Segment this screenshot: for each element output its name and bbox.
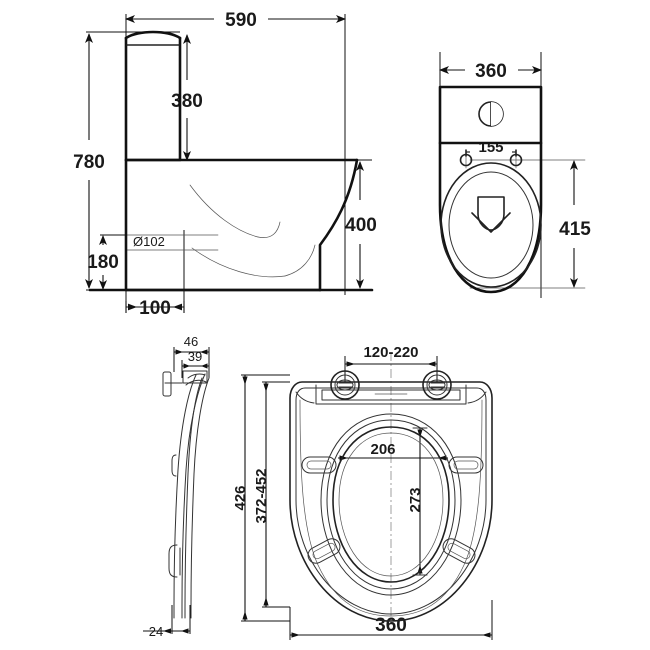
seat-bumper-icon-upper-left: [301, 456, 337, 474]
dimension-label-39: 39: [188, 349, 202, 364]
dimension-label-46: 46: [184, 334, 198, 349]
dimension-590: 590: [125, 10, 346, 31]
dimension-120-220: 120-220: [345, 344, 437, 367]
hinge-fixing-icon-right: [422, 370, 452, 400]
dimension-label-206: 206: [370, 441, 395, 458]
dimension-label-426: 426: [232, 485, 249, 510]
dimension-100: 100: [125, 298, 185, 319]
dimension-label-155: 155: [478, 139, 503, 156]
fixing-hole-icon-right: [509, 149, 523, 167]
view-seat-side-profile: 46 39 24: [143, 334, 210, 639]
dimension-180: 180: [87, 235, 119, 290]
toilet-side-outline: [88, 30, 374, 292]
dimension-415: 415: [559, 160, 591, 288]
seat-bumper-icon-lower-right: [442, 538, 476, 564]
dimension-780: 780: [73, 33, 105, 289]
dimension-label-273: 273: [407, 487, 424, 512]
dimension-273: 273: [407, 427, 428, 576]
dimension-label-plan-360: 360: [475, 61, 507, 82]
dimension-label-380: 380: [171, 91, 203, 112]
seat-plan-outline: [289, 381, 493, 622]
dimension-372-452: 372-452: [253, 382, 270, 607]
view-side-elevation: 590 380 780 400 180: [73, 10, 377, 319]
dimension-24: 24: [143, 624, 190, 639]
dimension-39: 39: [182, 349, 209, 369]
view-plan-elevation: 360 155 415: [438, 52, 591, 298]
dimension-label-24: 24: [149, 624, 163, 639]
water-flow-arrow-icon: [471, 196, 511, 233]
dimension-label-180: 180: [87, 252, 119, 273]
dimension-diameter-102: Ø102: [125, 234, 219, 251]
seat-profile-extension-lines: [171, 347, 210, 634]
bowl-inner-oval: [448, 171, 534, 279]
toilet-plan-outline: [438, 85, 543, 294]
dimension-label-100: 100: [139, 298, 171, 319]
seat-hinge-recess: [295, 384, 487, 405]
dimension-label-seat-360: 360: [375, 615, 407, 636]
dimension-label-372-452: 372-452: [253, 468, 270, 523]
dimension-46: 46: [174, 334, 209, 355]
hinge-fixing-icon-left: [330, 370, 360, 400]
dimension-400: 400: [345, 161, 377, 289]
seat-bumper-icon-upper-right: [448, 456, 484, 474]
fixing-hole-icon-left: [459, 149, 473, 167]
dimension-label-120-220: 120-220: [363, 344, 418, 361]
dimension-label-400: 400: [345, 215, 377, 236]
dimension-206: 206: [338, 441, 448, 461]
dual-flush-button-icon: [478, 101, 504, 127]
seat-side-geometry: [162, 370, 210, 619]
seat-plan-extension-lines: [241, 356, 493, 640]
dimension-426: 426: [232, 375, 249, 621]
seat-bumper-icon-lower-left: [307, 538, 341, 564]
bowl-rim-oval: [440, 162, 542, 288]
seat-ring: [299, 399, 483, 617]
dimension-label-102: Ø102: [133, 234, 165, 249]
view-seat-plan: 120-220 426 372-452 206: [232, 344, 493, 640]
dimension-label-590: 590: [225, 10, 257, 31]
dimension-plan-360: 360: [439, 61, 542, 82]
dimension-label-415: 415: [559, 219, 591, 240]
dimension-label-780: 780: [73, 152, 105, 173]
